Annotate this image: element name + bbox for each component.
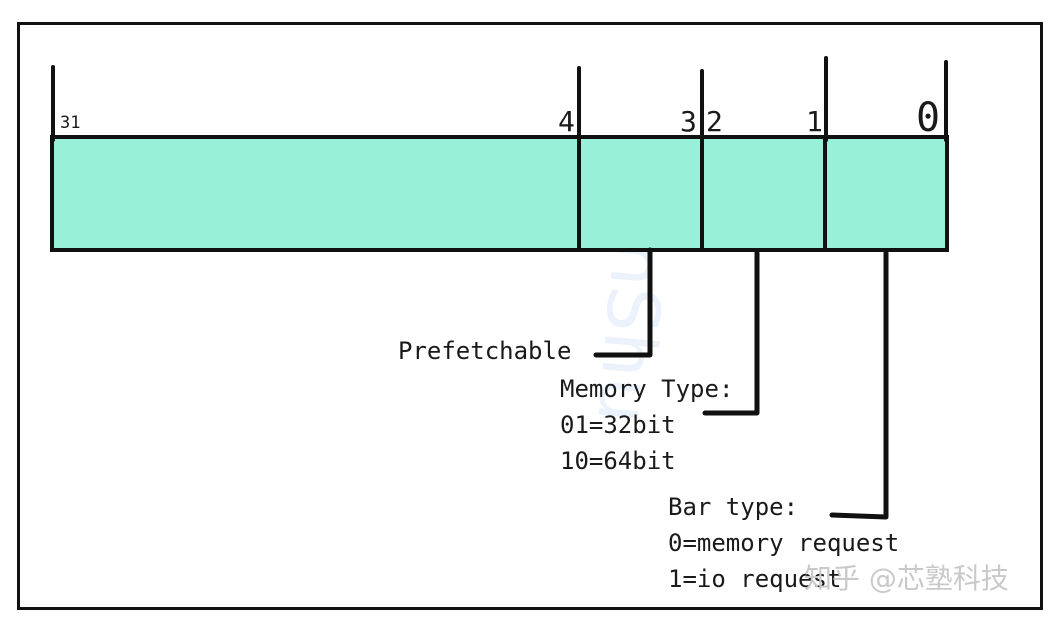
- bit-label-3: 3: [680, 105, 697, 138]
- bar-type-memory-request: 0=memory request: [668, 529, 899, 557]
- bit-label-2: 2: [706, 105, 723, 138]
- memory-type-32bit: 01=32bit: [560, 411, 676, 439]
- bar-type-title: Bar type:: [668, 493, 798, 521]
- bit-label-31: 31: [60, 113, 80, 133]
- leader-prefetchable: [593, 247, 653, 358]
- bar-type-io-request: 1=io request: [668, 565, 841, 593]
- field-bar-type: [823, 135, 949, 252]
- memory-type-64bit: 10=64bit: [560, 447, 676, 475]
- diagram-frame: [17, 22, 1043, 610]
- leader-memory-type: [702, 250, 760, 416]
- field-prefetchable: [577, 135, 704, 252]
- field-base-address: [50, 135, 581, 252]
- prefetchable-label: Prefetchable: [398, 337, 571, 365]
- memory-type-title: Memory Type:: [560, 375, 733, 403]
- watermark: 知乎 @芯塾科技: [804, 562, 1009, 595]
- bit-label-0: 0: [916, 95, 940, 141]
- leader-bar-type: [829, 250, 889, 520]
- bit-label-1: 1: [806, 105, 823, 138]
- field-memory-type: [700, 135, 827, 252]
- bit-label-4: 4: [558, 105, 575, 138]
